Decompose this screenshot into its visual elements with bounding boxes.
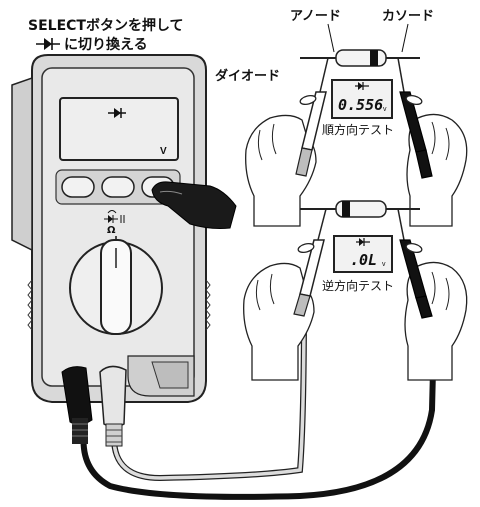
diode-icon bbox=[356, 238, 370, 246]
black-test-lead-cable bbox=[80, 287, 438, 500]
diode-icon bbox=[355, 82, 369, 90]
instruction-line-2: に切り換える bbox=[64, 36, 148, 53]
pointing-hand-icon bbox=[151, 181, 237, 229]
forward-reading: 0.556 bbox=[338, 96, 383, 114]
reverse-test-panel: .0L v bbox=[243, 200, 468, 381]
diode-icon bbox=[36, 38, 60, 50]
reverse-unit: v bbox=[382, 261, 386, 268]
diode-component-forward bbox=[300, 49, 420, 67]
forward-test-label: 順方向テスト bbox=[322, 122, 394, 137]
diode-icon bbox=[108, 108, 126, 118]
forward-test-panel: 0.556 v bbox=[245, 23, 468, 227]
instruction-line-1: SELECTボタンを押して bbox=[28, 17, 184, 34]
black-probe-forward bbox=[397, 57, 433, 179]
reverse-test-label: 逆方向テスト bbox=[322, 278, 394, 293]
white-test-lead-cable bbox=[111, 297, 307, 482]
black-probe-reverse bbox=[397, 208, 433, 319]
meter-lcd bbox=[59, 97, 179, 161]
diode-label: ダイオード bbox=[215, 68, 280, 84]
hold-button[interactable] bbox=[101, 176, 135, 198]
multimeter: V Ω bbox=[11, 54, 211, 403]
white-probe-reverse bbox=[293, 208, 327, 317]
ohm-mark: Ω bbox=[107, 225, 116, 236]
range-button[interactable] bbox=[61, 176, 95, 198]
forward-unit: v bbox=[383, 106, 387, 113]
function-marks bbox=[104, 210, 125, 223]
cathode-label: カソード bbox=[382, 9, 434, 24]
reverse-reading: .0L bbox=[350, 251, 377, 269]
anode-label: アノード bbox=[290, 9, 341, 24]
forward-lcd bbox=[331, 79, 393, 119]
dial-knob[interactable] bbox=[100, 239, 132, 335]
diode-component-reverse bbox=[300, 200, 420, 218]
white-probe-forward bbox=[295, 57, 329, 177]
white-plug bbox=[99, 365, 127, 447]
meter-unit: V bbox=[160, 146, 167, 157]
black-plug bbox=[61, 366, 93, 444]
